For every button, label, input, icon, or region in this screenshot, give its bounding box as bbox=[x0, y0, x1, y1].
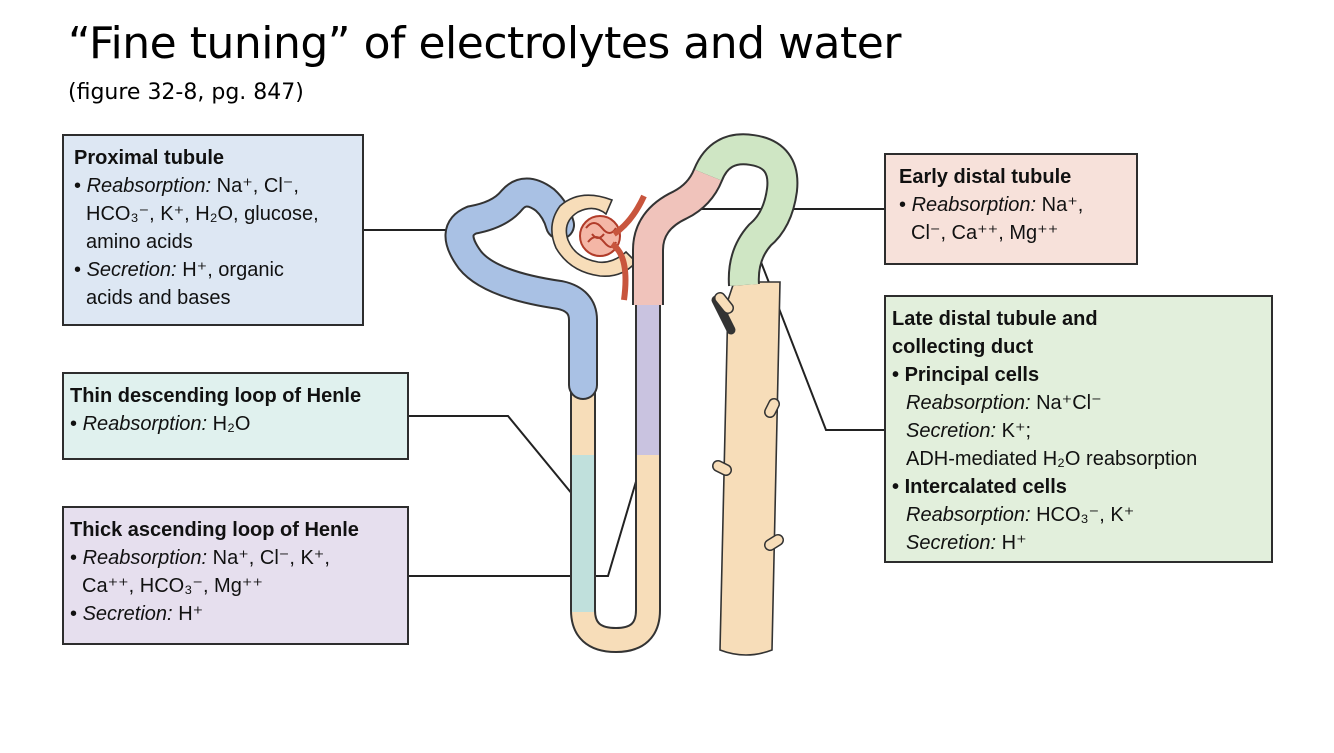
intercalated-reabsorption-value: HCO₃⁻, K⁺ bbox=[1036, 504, 1134, 526]
proximal-heading: Proximal tubule bbox=[74, 144, 352, 172]
intercalated-reabsorption: Reabsorption: HCO₃⁻, K⁺ bbox=[892, 501, 1261, 529]
early-reabsorption-line2: Cl⁻, Ca⁺⁺, Mg⁺⁺ bbox=[899, 219, 1126, 247]
proximal-reabsorption-line3: amino acids bbox=[74, 228, 352, 256]
proximal-reabsorption: • Reabsorption: Na⁺, Cl⁻, bbox=[74, 172, 352, 200]
proximal-reabsorption-label: Reabsorption: bbox=[87, 175, 212, 197]
thick-secretion: • Secretion: H⁺ bbox=[70, 600, 397, 628]
thin-reabsorption-label: Reabsorption: bbox=[83, 413, 208, 435]
intercalated-secretion-value: H⁺ bbox=[1002, 532, 1027, 554]
intercalated-cells-label: Intercalated cells bbox=[905, 476, 1067, 498]
thick-reabsorption: • Reabsorption: Na⁺, Cl⁻, K⁺, bbox=[70, 544, 397, 572]
thick-reabsorption-label: Reabsorption: bbox=[83, 547, 208, 569]
late-distal-box: Late distal tubule and collecting duct •… bbox=[884, 295, 1273, 563]
early-reabsorption: • Reabsorption: Na⁺, bbox=[899, 191, 1126, 219]
thin-descending-heading: Thin descending loop of Henle bbox=[70, 382, 397, 410]
proximal-reabsorption-line2: HCO₃⁻, K⁺, H₂O, glucose, bbox=[74, 200, 352, 228]
principal-cells-label: Principal cells bbox=[905, 364, 1040, 386]
proximal-secretion-line1: H⁺, organic bbox=[182, 259, 284, 281]
early-reabsorption-label: Reabsorption: bbox=[912, 194, 1037, 216]
principal-cells-heading: • Principal cells bbox=[892, 361, 1261, 389]
principal-reabsorption-label: Reabsorption: bbox=[906, 392, 1031, 414]
early-distal-box: Early distal tubule • Reabsorption: Na⁺,… bbox=[884, 153, 1138, 265]
early-distal-heading: Early distal tubule bbox=[899, 163, 1126, 191]
intercalated-cells-heading: • Intercalated cells bbox=[892, 473, 1261, 501]
thin-descending-reabsorption: • Reabsorption: H₂O bbox=[70, 410, 397, 438]
thin-reabsorption-value: H₂O bbox=[213, 413, 251, 435]
glomerulus bbox=[580, 216, 620, 256]
thin-descending-box: Thin descending loop of Henle • Reabsorp… bbox=[62, 372, 409, 460]
principal-secretion-value: K⁺; bbox=[1002, 420, 1031, 442]
late-distal-heading-line2: collecting duct bbox=[892, 333, 1261, 361]
intercalated-reabsorption-label: Reabsorption: bbox=[906, 504, 1031, 526]
collecting-duct bbox=[716, 282, 780, 655]
proximal-secretion-line2: acids and bases bbox=[74, 284, 352, 312]
principal-adh: ADH-mediated H₂O reabsorption bbox=[892, 445, 1261, 473]
principal-reabsorption: Reabsorption: Na⁺Cl⁻ bbox=[892, 389, 1261, 417]
thick-secretion-value: H⁺ bbox=[178, 603, 203, 625]
leader-thin bbox=[409, 416, 582, 506]
intercalated-secretion: Secretion: H⁺ bbox=[892, 529, 1261, 557]
principal-secretion: Secretion: K⁺; bbox=[892, 417, 1261, 445]
thick-ascending-heading: Thick ascending loop of Henle bbox=[70, 516, 397, 544]
late-distal-heading-line1: Late distal tubule and bbox=[892, 305, 1261, 333]
principal-reabsorption-value: Na⁺Cl⁻ bbox=[1036, 392, 1102, 414]
proximal-secretion: • Secretion: H⁺, organic bbox=[74, 256, 352, 284]
principal-secretion-label: Secretion: bbox=[906, 420, 996, 442]
thick-reabsorption-line2: Ca⁺⁺, HCO₃⁻, Mg⁺⁺ bbox=[70, 572, 397, 600]
proximal-reabsorption-line1: Na⁺, Cl⁻, bbox=[217, 175, 299, 197]
proximal-tubule-box: Proximal tubule • Reabsorption: Na⁺, Cl⁻… bbox=[62, 134, 364, 326]
thick-secretion-label: Secretion: bbox=[83, 603, 173, 625]
thick-reabsorption-line1: Na⁺, Cl⁻, K⁺, bbox=[213, 547, 330, 569]
early-reabsorption-line1: Na⁺, bbox=[1042, 194, 1084, 216]
leader-thick bbox=[409, 414, 656, 576]
intercalated-secretion-label: Secretion: bbox=[906, 532, 996, 554]
thick-ascending-box: Thick ascending loop of Henle • Reabsorp… bbox=[62, 506, 409, 645]
proximal-secretion-label: Secretion: bbox=[87, 259, 177, 281]
